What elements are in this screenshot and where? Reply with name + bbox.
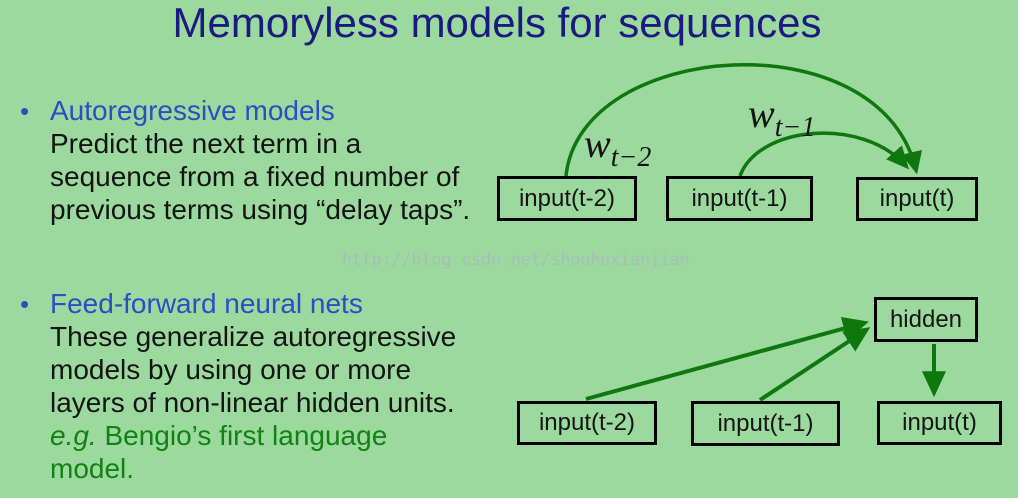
bullet-autoregressive: • Autoregressive models Predict the next… — [12, 94, 517, 226]
bullet-text-line: layers of non-linear hidden units. — [50, 387, 455, 418]
weight-label-w-t-1: wt−1 — [748, 91, 816, 144]
bullet-feedforward: • Feed-forward neural nets These general… — [12, 287, 517, 485]
bullet-text-line: These generalize autoregressive — [50, 321, 457, 352]
note-bengio-line2: model. — [50, 453, 135, 484]
watermark-text: http://blog.csdn.net/shouhuxianjian — [342, 250, 690, 269]
heading-autoregressive-models: Autoregressive models — [50, 95, 335, 126]
arrow-w-t-2 — [564, 63, 922, 177]
bullet-text-line: sequence from a fixed number of — [50, 161, 460, 192]
bullet-text-line: previous terms using “delay taps”. — [50, 194, 471, 225]
weight-label-w-t-2: wt−2 — [584, 121, 652, 174]
heading-feedforward-nets: Feed-forward neural nets — [50, 288, 363, 319]
arrow-input-t-2-to-hidden — [585, 316, 870, 401]
bottom-box-input-t-2: input(t-2) — [517, 401, 657, 445]
bottom-box-hidden: hidden — [874, 297, 978, 342]
bottom-box-input-t: input(t) — [877, 401, 1002, 445]
arrow-input-t-1-to-hidden — [758, 327, 871, 402]
note-rest: Bengio’s first language — [96, 420, 388, 451]
bullet-dot-icon: • — [20, 96, 30, 126]
bullet-text-line: models by using one or more — [50, 354, 412, 385]
note-bengio-line1: e.g. Bengio’s first language — [50, 419, 517, 452]
bottom-box-input-t-1: input(t-1) — [691, 401, 840, 446]
note-eg: e.g. — [50, 420, 97, 451]
arrow-w-t-1 — [738, 131, 910, 177]
slide-title: Memoryless models for sequences — [172, 0, 822, 46]
bullet-dot-icon: • — [20, 289, 30, 319]
bullet-text-line: Predict the next term in a — [50, 128, 362, 159]
top-box-input-t-1: input(t-1) — [666, 176, 813, 221]
top-box-input-t-2: input(t-2) — [497, 176, 637, 221]
top-box-input-t: input(t) — [856, 177, 978, 221]
